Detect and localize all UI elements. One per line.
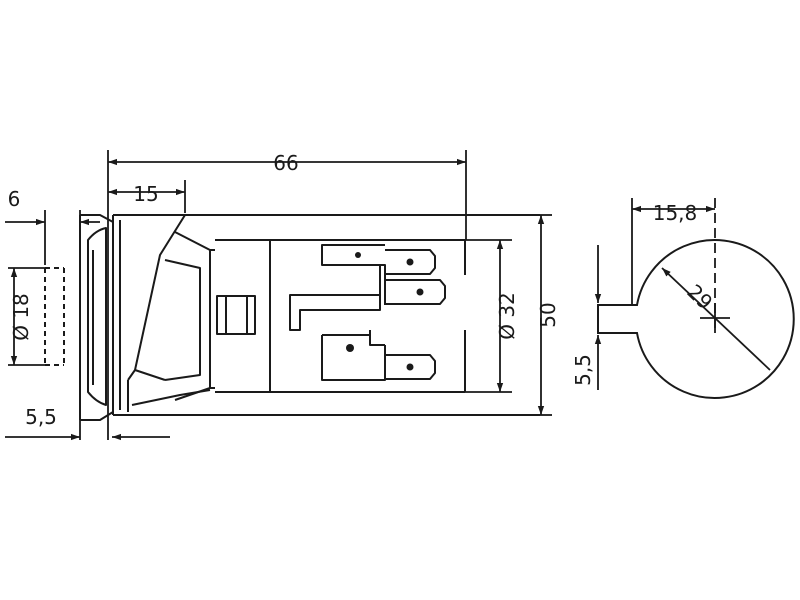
dimension-lines — [5, 150, 552, 441]
label-15: 15 — [133, 182, 158, 206]
lens-outline — [44, 267, 65, 366]
terminal-upper-2 — [385, 279, 446, 305]
cutout-view — [597, 239, 795, 399]
cutout-outline — [597, 239, 795, 399]
label-5-5-key: 5,5 — [571, 354, 595, 386]
cutout-dimensions — [594, 198, 771, 390]
housing-front — [112, 214, 211, 416]
label-50: 50 — [536, 302, 560, 327]
label-diameter-32: Ø 32 — [495, 292, 519, 340]
label-6: 6 — [8, 187, 21, 211]
label-diameter-18: Ø 18 — [9, 293, 33, 341]
label-5-5-flange: 5,5 — [25, 405, 57, 429]
label-15-8: 15,8 — [653, 201, 698, 225]
terminal-lower-1 — [385, 354, 436, 380]
dim-line-29 — [661, 267, 771, 371]
terminal-upper-1 — [385, 249, 436, 275]
push-button-block — [216, 295, 256, 335]
contact-carrier — [289, 244, 386, 381]
rear-body — [210, 239, 466, 393]
terminal-holes — [346, 252, 424, 371]
label-66: 66 — [273, 151, 298, 175]
label-29: 29 — [682, 279, 717, 314]
switch-side-view — [44, 214, 540, 421]
